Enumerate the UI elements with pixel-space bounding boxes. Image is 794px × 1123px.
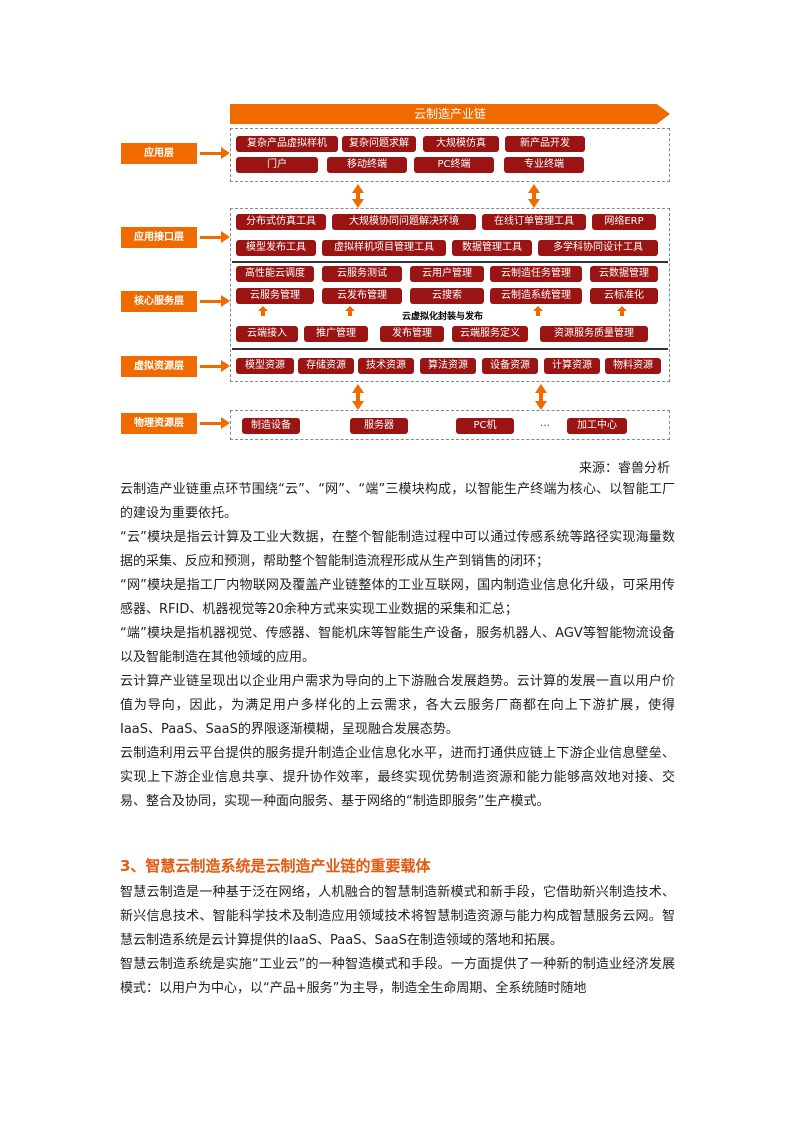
virtual-item: 物料资源	[605, 358, 661, 374]
body-text-b: 智慧云制造是一种基于泛在网络，人机融合的智慧制造新模式和新手段，它借助新兴制造技…	[120, 881, 675, 1001]
virtual-item: 算法资源	[420, 358, 476, 374]
core-item: 云制造系统管理	[490, 288, 582, 304]
interface-layer-label: 应用接口层	[121, 227, 197, 248]
up-arrow-icon	[617, 306, 627, 316]
virtual-item: 设备资源	[482, 358, 538, 374]
physical-item: 服务器	[350, 418, 408, 434]
interface-item: 多学科协同设计工具	[538, 240, 658, 256]
core-item: 高性能云调度	[236, 266, 314, 282]
application-layer-label: 应用层	[121, 143, 197, 164]
interface-item: 大规模协同问题解决环境	[332, 214, 476, 230]
core-item: 云端接入	[236, 326, 298, 342]
application-layer-box	[230, 128, 670, 182]
paragraph: 云计算产业链呈现出以企业用户需求为导向的上下游融合发展趋势。云计算的发展一直以用…	[120, 674, 675, 737]
core-item: 云发布管理	[322, 288, 402, 304]
core-item: 云用户管理	[410, 266, 484, 282]
core-caption: 云虚拟化封装与发布	[402, 312, 484, 322]
core-layer-label: 核心服务层	[121, 291, 197, 312]
body-text-a: 云制造产业链重点环节围绕“云”、“网”、“端”三模块构成，以智能生产终端为核心、…	[120, 478, 675, 814]
paragraph: “网”模块是指工厂内物联网及覆盖产业链整体的工业互联网，国内制造业信息化升级，可…	[120, 578, 675, 617]
physical-ellipsis: …	[540, 418, 550, 429]
paragraph: 智慧云制造是一种基于泛在网络，人机融合的智慧制造新模式和新手段，它借助新兴制造技…	[120, 885, 675, 948]
core-item: 云制造任务管理	[490, 266, 582, 282]
app-item: 移动终端	[327, 157, 407, 173]
double-arrow-icon	[535, 384, 547, 410]
interface-item: 数据管理工具	[452, 240, 532, 256]
core-item: 云数据管理	[590, 266, 658, 282]
virtual-item: 存储资源	[298, 358, 354, 374]
up-arrow-icon	[533, 306, 543, 316]
interface-item: 虚拟样机项目管理工具	[322, 240, 446, 256]
interface-item: 分布式仿真工具	[236, 214, 326, 230]
paragraph: “端”模块是指机器视觉、传感器、智能机床等智能生产设备，服务机器人、AGV等智能…	[120, 626, 675, 665]
app-item: 新产品开发	[505, 136, 585, 152]
core-item: 云标准化	[590, 288, 658, 304]
paragraph: 智慧云制造系统是实施“工业云”的一种智造模式和手段。一方面提供了一种新的制造业经…	[120, 957, 675, 996]
double-arrow-icon	[352, 384, 364, 410]
paragraph: “云”模块是指云计算及工业大数据，在整个智能制造过程中可以通过传感系统等路径实现…	[120, 530, 675, 569]
interface-item: 网络ERP	[592, 214, 656, 230]
layer-divider	[232, 261, 668, 263]
virtual-item: 计算资源	[544, 358, 600, 374]
physical-layer-box	[230, 410, 670, 440]
app-item: PC终端	[414, 157, 494, 173]
interface-item: 模型发布工具	[236, 240, 316, 256]
physical-item: PC机	[456, 418, 514, 434]
up-arrow-icon	[258, 306, 268, 316]
virtual-item: 技术资源	[358, 358, 414, 374]
virtual-layer-label: 虚拟资源层	[121, 356, 197, 377]
double-arrow-icon	[352, 184, 364, 208]
figure-source: 来源：睿兽分析	[578, 461, 670, 476]
layer-divider	[232, 348, 668, 350]
virtual-item: 模型资源	[236, 358, 294, 374]
physical-item: 制造设备	[242, 418, 300, 434]
app-item: 大规模仿真	[423, 136, 499, 152]
app-item: 复杂产品虚拟样机	[236, 136, 338, 152]
core-item: 资源服务质量管理	[540, 326, 648, 342]
core-item: 云服务管理	[236, 288, 314, 304]
app-item: 专业终端	[504, 157, 584, 173]
app-item: 门户	[236, 157, 318, 173]
double-arrow-icon	[528, 184, 540, 208]
core-item: 云搜索	[410, 288, 484, 304]
core-item: 云服务测试	[322, 266, 402, 282]
up-arrow-icon	[345, 306, 355, 316]
paragraph: 云制造产业链重点环节围绕“云”、“网”、“端”三模块构成，以智能生产终端为核心、…	[120, 482, 675, 521]
physical-layer-label: 物理资源层	[121, 413, 197, 434]
core-item: 发布管理	[380, 326, 444, 342]
platform-box	[230, 208, 670, 382]
core-item: 推广管理	[304, 326, 368, 342]
cloud-manufacturing-diagram: 云制造产业链 应用层 复杂产品虚拟样机 复杂问题求解 大规模仿真 新产品开发 门…	[0, 0, 794, 450]
paragraph: 云制造利用云平台提供的服务提升制造企业信息化水平，进而打通供应链上下游企业信息壁…	[120, 746, 675, 809]
core-item: 云端服务定义	[452, 326, 528, 342]
physical-item: 加工中心	[567, 418, 627, 434]
section-heading: 3、智慧云制造系统是云制造产业链的重要载体	[120, 857, 431, 875]
diagram-banner: 云制造产业链	[230, 104, 670, 124]
app-item: 复杂问题求解	[342, 136, 416, 152]
interface-item: 在线订单管理工具	[482, 214, 586, 230]
